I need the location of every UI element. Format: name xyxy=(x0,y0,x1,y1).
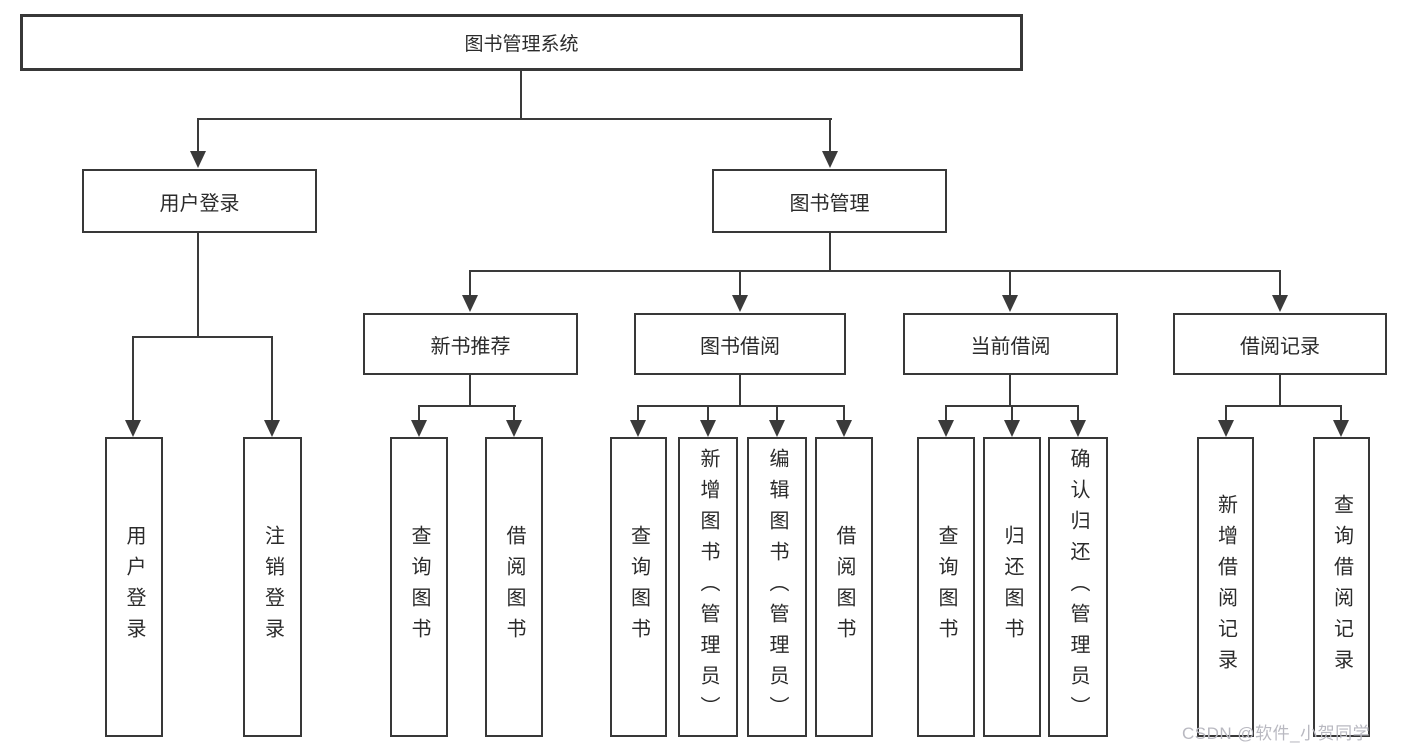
connector-line xyxy=(829,118,831,153)
arrow-down-icon xyxy=(462,295,478,312)
leaf-query-books-3: 查询图书 xyxy=(917,437,975,737)
connector-line xyxy=(829,233,831,272)
arrow-down-icon xyxy=(1004,420,1020,437)
connector-line xyxy=(418,405,420,422)
node-root-label: 图书管理系统 xyxy=(464,34,579,55)
node-borrow-records: 借阅记录 xyxy=(1173,313,1387,375)
connector-line xyxy=(469,375,471,407)
node-user-login: 用户登录 xyxy=(82,169,317,233)
connector-line xyxy=(637,405,845,407)
arrow-down-icon xyxy=(630,420,646,437)
connector-line xyxy=(707,405,709,422)
connector-line xyxy=(469,270,1281,272)
connector-line xyxy=(469,270,471,297)
connector-line xyxy=(739,375,741,407)
leaf-user-login: 用户登录 xyxy=(105,437,163,737)
connector-line xyxy=(637,405,639,422)
arrow-down-icon xyxy=(264,420,280,437)
node-book-management: 图书管理 xyxy=(712,169,947,233)
leaf-edit-book-admin: 编辑图书（管理员） xyxy=(747,437,807,737)
leaf-query-books-1: 查询图书 xyxy=(390,437,448,737)
connector-line xyxy=(1009,375,1011,407)
leaf-label: 编辑图书（管理员） xyxy=(766,447,788,727)
connector-line xyxy=(271,336,273,421)
node-label: 当前借阅 xyxy=(970,335,1051,358)
leaf-label: 新增图书（管理员） xyxy=(697,447,719,727)
connector-line xyxy=(418,405,516,407)
leaf-label: 借阅图书 xyxy=(503,525,525,649)
connector-line xyxy=(1077,405,1079,422)
node-current-borrow: 当前借阅 xyxy=(903,313,1118,375)
node-label: 图书借阅 xyxy=(700,335,780,358)
leaf-add-borrow-record: 新增借阅记录 xyxy=(1197,437,1254,737)
arrow-down-icon xyxy=(1333,420,1349,437)
connector-line xyxy=(1279,270,1281,297)
arrow-down-icon xyxy=(411,420,427,437)
leaf-label: 注销登录 xyxy=(261,525,284,649)
leaf-borrow-books-2: 借阅图书 xyxy=(815,437,873,737)
connector-line xyxy=(197,118,199,153)
connector-line xyxy=(843,405,845,422)
arrow-down-icon xyxy=(822,151,838,168)
arrow-down-icon xyxy=(125,420,141,437)
connector-line xyxy=(197,118,832,120)
leaf-logout: 注销登录 xyxy=(243,437,302,737)
connector-line xyxy=(132,336,134,421)
leaf-label: 查询图书 xyxy=(627,525,650,649)
node-root-system: 图书管理系统 xyxy=(20,14,1023,71)
connector-line xyxy=(945,405,947,422)
connector-line xyxy=(197,233,199,338)
leaf-query-borrow-record: 查询借阅记录 xyxy=(1313,437,1370,737)
connector-line xyxy=(132,336,273,338)
arrow-down-icon xyxy=(700,420,716,437)
connector-line xyxy=(1340,405,1342,422)
node-book-borrow: 图书借阅 xyxy=(634,313,846,375)
connector-line xyxy=(776,405,778,422)
node-new-book-recommend: 新书推荐 xyxy=(363,313,578,375)
arrow-down-icon xyxy=(836,420,852,437)
connector-line xyxy=(1011,405,1013,422)
arrow-down-icon xyxy=(1070,420,1086,437)
arrow-down-icon xyxy=(506,420,522,437)
arrow-down-icon xyxy=(1002,295,1018,312)
leaf-label: 归还图书 xyxy=(1001,525,1023,649)
leaf-label: 借阅图书 xyxy=(833,525,855,649)
node-label: 图书管理 xyxy=(789,192,870,215)
leaf-query-books-2: 查询图书 xyxy=(610,437,667,737)
leaf-label: 新增借阅记录 xyxy=(1214,494,1237,680)
leaf-label: 查询图书 xyxy=(408,525,430,649)
leaf-label: 用户登录 xyxy=(123,525,145,649)
arrow-down-icon xyxy=(1218,420,1234,437)
connector-line xyxy=(1279,375,1281,407)
csdn-watermark: CSDN @软件_小贺同学 xyxy=(1182,724,1371,743)
node-label: 借阅记录 xyxy=(1240,335,1320,358)
node-label: 用户登录 xyxy=(159,192,240,215)
arrow-down-icon xyxy=(732,295,748,312)
connector-line xyxy=(1225,405,1342,407)
leaf-label: 查询图书 xyxy=(935,525,957,649)
arrow-down-icon xyxy=(190,151,206,168)
arrow-down-icon xyxy=(769,420,785,437)
connector-line xyxy=(1009,270,1011,297)
leaf-add-book-admin: 新增图书（管理员） xyxy=(678,437,738,737)
connector-line xyxy=(739,270,741,297)
arrow-down-icon xyxy=(938,420,954,437)
leaf-label: 确认归还（管理员） xyxy=(1067,447,1089,727)
connector-line xyxy=(1225,405,1227,422)
leaf-borrow-books-1: 借阅图书 xyxy=(485,437,543,737)
connector-line xyxy=(513,405,515,422)
connector-line xyxy=(520,71,522,119)
leaf-return-book: 归还图书 xyxy=(983,437,1041,737)
leaf-label: 查询借阅记录 xyxy=(1330,494,1353,680)
arrow-down-icon xyxy=(1272,295,1288,312)
node-label: 新书推荐 xyxy=(430,335,511,358)
leaf-confirm-return-admin: 确认归还（管理员） xyxy=(1048,437,1108,737)
